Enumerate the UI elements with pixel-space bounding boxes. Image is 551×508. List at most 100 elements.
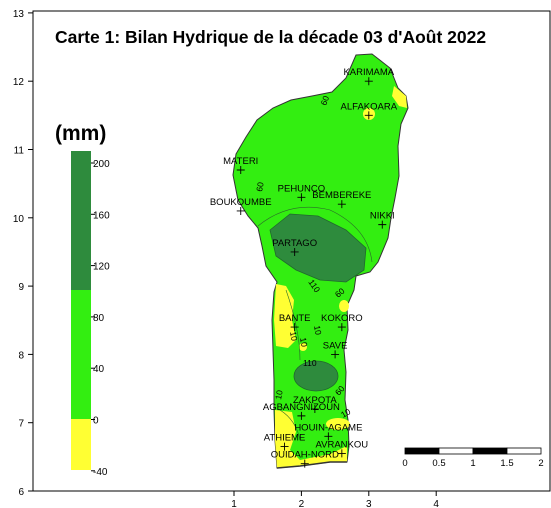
legend-tick-label: 40 [93, 364, 105, 375]
city-label: NIKKI [370, 211, 395, 222]
legend-tick-label: 80 [93, 313, 105, 324]
city-label: MATERI [223, 156, 258, 167]
city-nikki: NIKKI [370, 211, 395, 229]
city-marker [297, 411, 306, 420]
y-tick-label: 7 [18, 419, 24, 430]
deficit-zone-bante [274, 284, 296, 348]
city-marker [324, 432, 333, 441]
scale-bar-label: 1 [470, 458, 475, 469]
city-label: PARTAGO [272, 238, 317, 249]
scale-bar-label: 2 [538, 458, 543, 469]
city-marker [364, 77, 373, 86]
city-marker [280, 442, 289, 451]
city-alfakoara: ALFAKOARA [341, 101, 398, 120]
city-label: PEHUNCO [278, 183, 326, 194]
city-marker [236, 165, 245, 174]
city-materi: MATERI [223, 156, 258, 174]
city-marker [297, 193, 306, 202]
city-marker [378, 220, 387, 229]
deficit-zone-south [275, 410, 347, 468]
contour-line [279, 409, 301, 441]
city-marker [364, 111, 373, 120]
city-label: BEMBEREKE [312, 190, 371, 201]
deficit-zone-kokoro [339, 300, 349, 312]
legend-tick-label: 0 [93, 416, 99, 427]
city-athieme: ATHIEME [264, 433, 306, 451]
city-marker [300, 459, 309, 468]
y-tick-label: 11 [14, 146, 25, 157]
legend-class-high [71, 151, 91, 290]
city-label: ALFAKOARA [341, 101, 398, 112]
city-marker [236, 206, 245, 215]
x-tick-label: 3 [366, 499, 372, 508]
city-label: AGBANGNIZOUN [263, 402, 340, 413]
scale-bar-segment [506, 447, 542, 455]
color-legend: 200 160 120 80 40 0 -40 [71, 151, 110, 478]
map-frame [32, 10, 551, 492]
city-marker [337, 449, 346, 458]
city-label: ZAKPOTA [293, 395, 337, 406]
city-label: KOKORO [321, 313, 363, 324]
city-houin-agame: HOUIN-AGAME [294, 422, 362, 441]
city-label: KARIMAMA [343, 67, 394, 78]
city-label: BOUKOUMBE [210, 197, 272, 208]
city-agbangnizoun: AGBANGNIZOUN [263, 402, 340, 420]
city-marker [290, 323, 299, 332]
city-marker [290, 247, 299, 256]
deficit-zone-small [299, 343, 307, 351]
contour-label: 10 [298, 337, 310, 348]
contour-label: 10 [312, 325, 324, 336]
contour-label: 110 [303, 358, 317, 368]
city-karimama: KARIMAMA [343, 67, 395, 86]
city-avrankou: AVRANKOU [316, 439, 369, 458]
city-marker [310, 405, 319, 414]
contour-label: 10 [273, 389, 285, 400]
city-bante: BANTE [279, 313, 311, 332]
y-tick-label: 8 [18, 350, 24, 361]
x-tick-label: 2 [299, 499, 305, 508]
legend-tick-label: 120 [93, 262, 110, 273]
city-marker [337, 323, 346, 332]
contour-label: 60 [254, 181, 266, 192]
city-label: OUIDAH-NORD [271, 450, 339, 461]
city-partago: PARTAGO [272, 238, 317, 256]
coastline [276, 461, 347, 469]
city-label: ATHIEME [264, 433, 306, 444]
city-marker [337, 200, 346, 209]
city-marker [331, 350, 340, 359]
deficit-zone-houin [326, 418, 350, 430]
legend-class-mid [71, 290, 91, 419]
y-tick-label: 12 [13, 77, 25, 88]
city-boukoumbe: BOUKOUMBE [210, 197, 272, 215]
city-label: HOUIN-AGAME [294, 422, 362, 433]
scale-bar-label: 1.5 [500, 458, 513, 469]
contour-line [257, 207, 373, 263]
x-tick-label: 4 [433, 499, 439, 508]
city-zakpota: ZAKPOTA [293, 395, 337, 414]
scale-bar-segment [472, 447, 508, 455]
legend-tick-label: 200 [93, 159, 110, 170]
y-tick-label: 6 [18, 487, 24, 498]
legend-tick-label: -40 [93, 467, 108, 478]
benin-map: 60 60 110 60 10 10 10 110 60 10 10 KARIM… [210, 53, 409, 469]
city-save: SAVE [323, 340, 348, 359]
city-label: AVRANKOU [316, 439, 369, 450]
city-pehunco: PEHUNCO [278, 183, 326, 202]
x-axis-ticks: 1 2 3 4 [231, 491, 439, 508]
contour-label: 60 [318, 94, 331, 107]
legend-class-low [71, 419, 91, 470]
deficit-zone-northeast [392, 86, 407, 108]
city-label: BANTE [279, 313, 311, 324]
scale-bar-label: 0 [402, 458, 407, 469]
surplus-zone-partago [269, 213, 367, 283]
scale-bar-segment [438, 447, 474, 455]
x-tick-label: 1 [231, 499, 237, 508]
map-title: Carte 1: Bilan Hydrique de la décade 03 … [55, 27, 486, 47]
city-label: SAVE [323, 340, 348, 351]
contour-labels: 60 60 110 60 10 10 10 110 60 10 10 [254, 94, 352, 420]
legend-tick-label: 160 [93, 210, 110, 221]
